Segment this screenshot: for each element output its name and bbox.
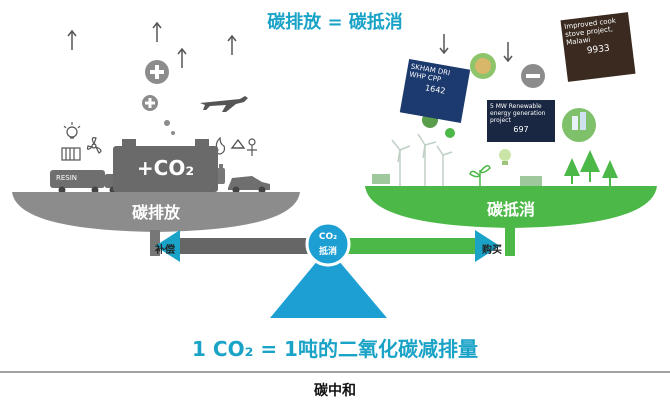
lightbulb-icon [64,122,80,138]
car-icon [228,176,270,194]
card-title: 5 MW Renewable energy generation project [490,103,552,124]
left-arrow-label: 补偿 [155,241,175,256]
project-card-skham: SKHAM DRI WHP CPP 1642 [400,59,470,123]
airplane-icon [200,96,248,112]
right-pan-label: 碳抵消 [455,196,567,220]
right-arrow [340,230,500,262]
left-pan-label: 碳排放 [100,199,212,223]
right-arrow-label: 购买 [482,241,502,256]
solar-panel-icons [372,174,542,186]
left-arrow [155,230,315,262]
wind-turbine-icons [392,134,452,186]
radiator-icon [62,148,80,160]
lightbulb-green-icon [499,149,511,165]
project-card-renewable: 5 MW Renewable energy generation project… [487,100,555,142]
person-icon [247,139,257,156]
co2-box-label: +CO₂ [113,156,218,180]
plant-icon [470,166,490,186]
truck-label: RESIN [56,174,77,182]
center-circle-label-1: CO₂ [308,232,348,242]
center-circle-label-2: 抵消 [308,244,348,257]
card-number: 697 [490,126,552,134]
tree-icons [564,150,618,186]
figure-caption: 碳中和 [0,380,670,400]
equation-text: 1 CO₂ = 1吨的二氧化碳减排量 [0,333,670,362]
recycle-icon [232,140,244,148]
fan-icon [88,138,101,153]
right-stem [505,226,515,256]
bottle-icon [217,164,225,184]
header-title: 碳排放 = 碳抵消 [0,8,670,34]
plus-icons [142,60,175,135]
minus-icon [521,64,545,88]
